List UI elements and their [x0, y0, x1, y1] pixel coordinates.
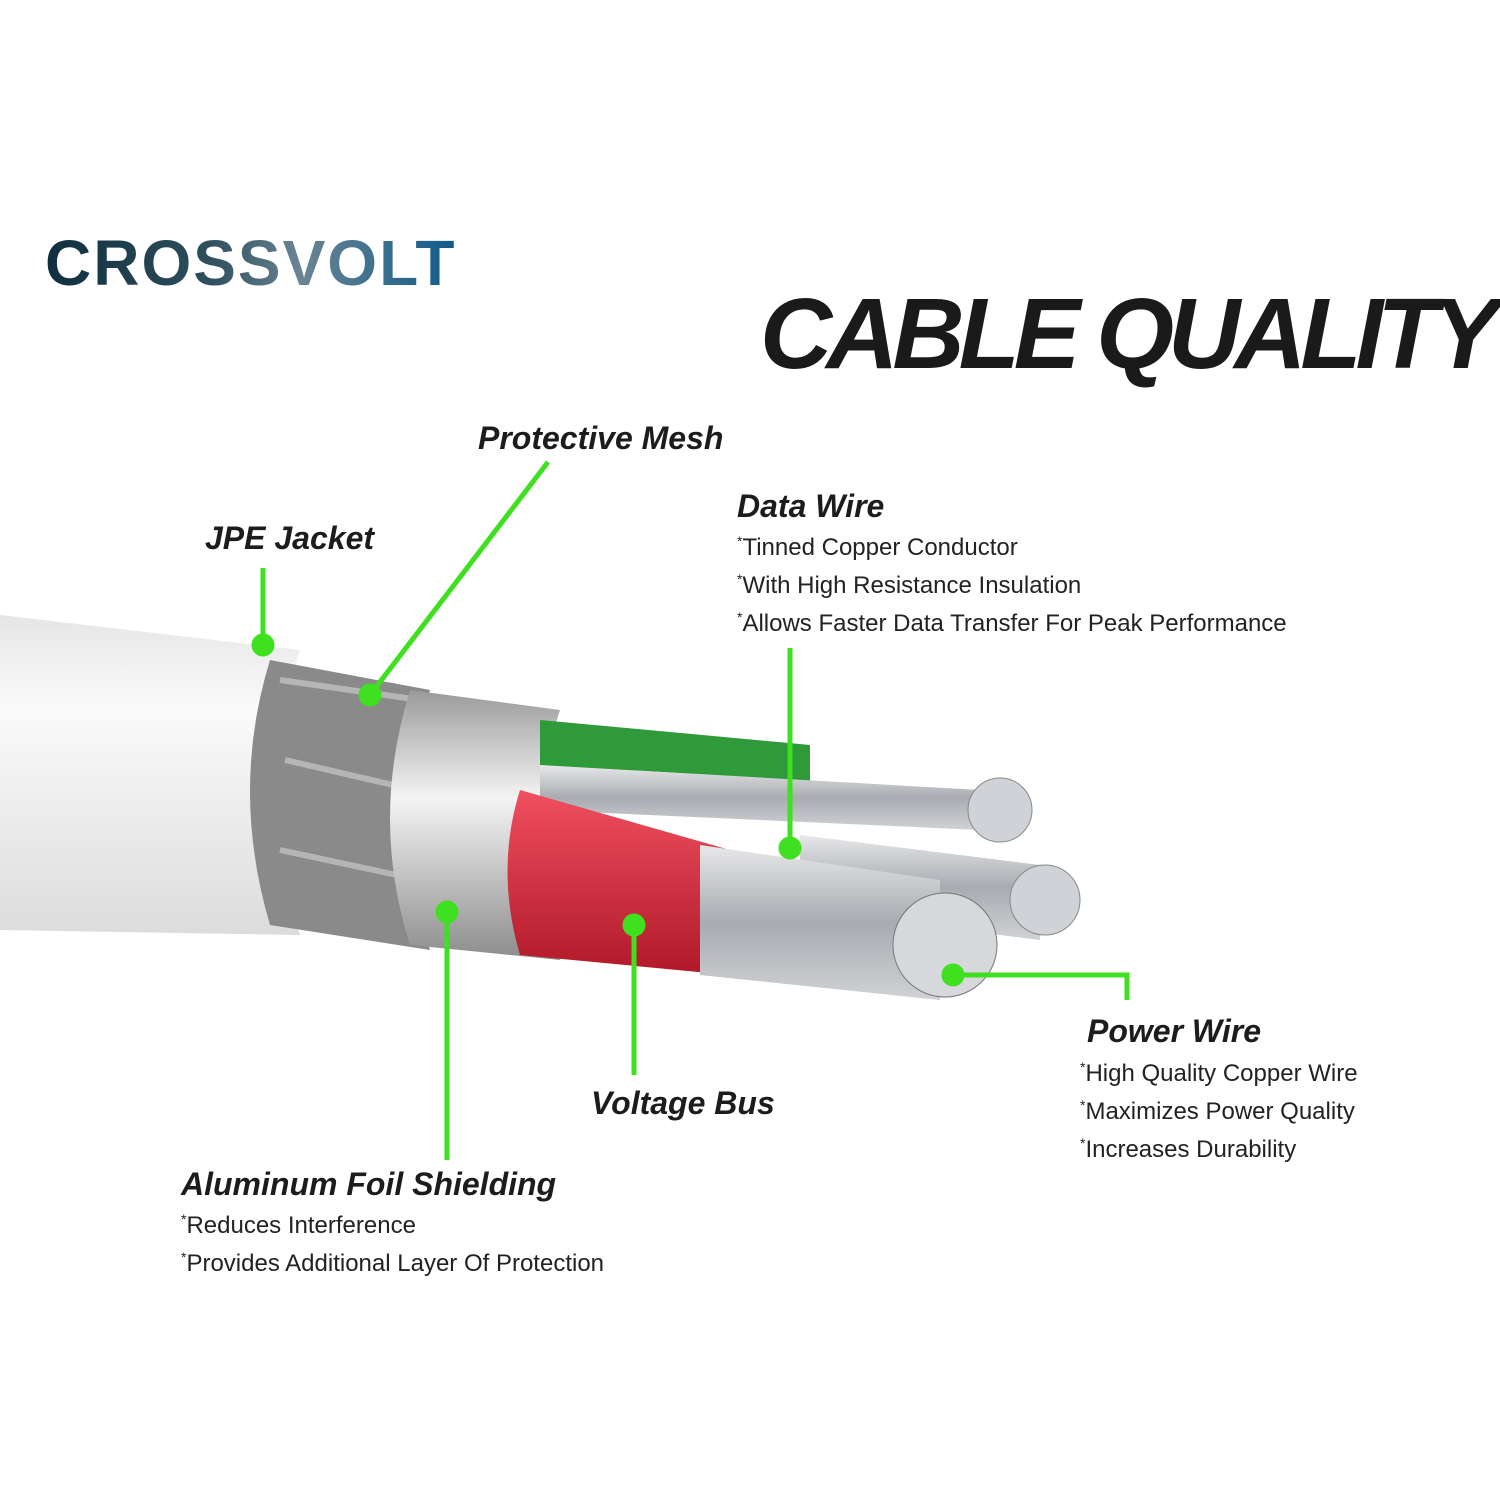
data-wire-bullet: With High Resistance Insulation [737, 572, 1081, 600]
green-data-wire [540, 720, 1033, 843]
data-wire-bullet: Allows Faster Data Transfer For Peak Per… [737, 610, 1286, 638]
protective-mesh-label: Protective Mesh [478, 420, 724, 456]
page-title: CABLE QUALITY [760, 278, 1499, 390]
jacket [0, 615, 300, 935]
jpe-jacket-label: JPE Jacket [205, 520, 375, 556]
red-power-wire [507, 790, 998, 1000]
crossvolt-logo: CROSSVOLT [45, 227, 457, 299]
foil-bullet: Provides Additional Layer Of Protection [181, 1250, 604, 1278]
power-wire-bullet: High Quality Copper Wire [1080, 1060, 1357, 1088]
voltage-bus-label: Voltage Bus [591, 1085, 775, 1121]
data-wire-bullet: Tinned Copper Conductor [737, 534, 1017, 562]
foil-bullet: Reduces Interference [181, 1212, 415, 1240]
power-wire-bullet: Maximizes Power Quality [1080, 1098, 1354, 1126]
data-wire-heading: Data Wire [737, 488, 885, 524]
power-wire-heading: Power Wire [1087, 1013, 1261, 1049]
foil-shielding-heading: Aluminum Foil Shielding [181, 1166, 557, 1202]
power-wire-bullet: Increases Durability [1080, 1136, 1296, 1164]
callout-lines [251, 460, 1130, 1160]
